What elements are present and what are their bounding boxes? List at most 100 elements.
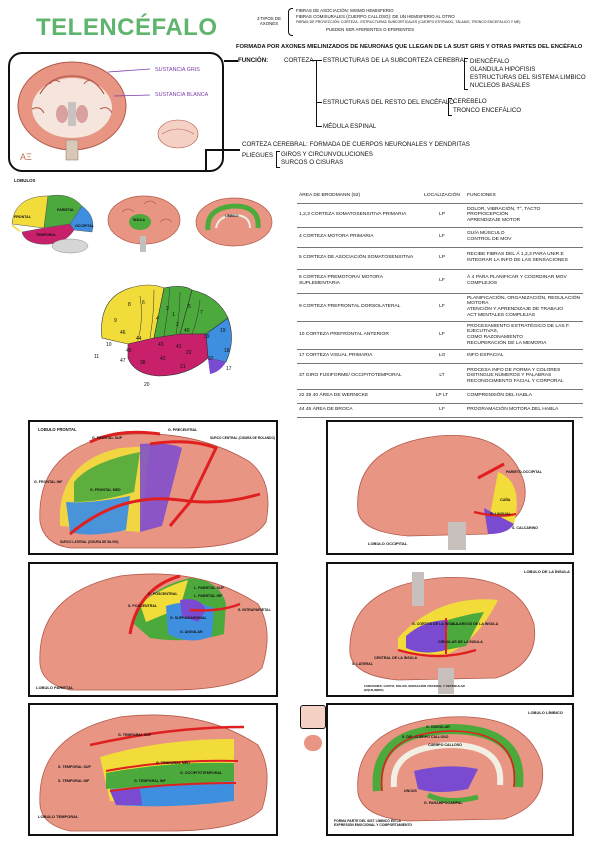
brodmann-number: 43 xyxy=(158,342,164,348)
temporal-label: G. TEMPORAL INF xyxy=(134,779,166,783)
limbic-thumbnail xyxy=(304,735,322,751)
lobe-label-frontal: FRONTAL xyxy=(14,215,31,219)
limbico-label: UNCUS xyxy=(404,789,417,793)
parietal-label: L. PARIETAL INF xyxy=(194,594,223,598)
subcortex-item: GLANDULA HIPOFISIS xyxy=(470,66,536,73)
occipital-lobe-illustration xyxy=(357,434,526,550)
insula-caption: LOBULO DE LA ÍNSULA xyxy=(524,569,570,574)
parietal-label: L. PARIETAL SUP xyxy=(194,586,224,590)
insula-label: CIRCULAR DE LA ÍNSULA xyxy=(438,640,483,644)
brodmann-area-map xyxy=(101,284,232,377)
occipital-label: PARIETO-OCCIPITAL xyxy=(506,470,542,474)
function-corteza: CORTEZA xyxy=(284,57,314,64)
brodmann-number: 38 xyxy=(140,360,146,366)
brodmann-number: 21 xyxy=(180,364,186,370)
insula-label: G. CORTOS DE LA ÍNSULA xyxy=(412,622,459,626)
function-label: FUNCIÓN: xyxy=(238,57,269,64)
panel-insula: LOBULO DE LA ÍNSULA G. CORTOS DE LA ÍNSU… xyxy=(326,562,574,697)
rest-item: CEREBELO xyxy=(453,98,487,105)
brodmann-number: 17 xyxy=(226,366,232,372)
brodmann-table-wrap: ÁREA DE BRODMANN (52) LOCALIZACIÓN FUNCI… xyxy=(297,190,583,418)
table-row: 9 CORTEZA PREFRONTAL DORSOLATERAL LF PLA… xyxy=(297,293,583,322)
frontal-label: G. FRONTAL MED xyxy=(90,488,121,492)
insula-label: CENTRAL DE LA ÍNSULA xyxy=(374,656,418,660)
brodmann-number: 6 xyxy=(142,300,145,306)
brodmann-number: 44 xyxy=(136,336,142,342)
insula-note: FUNCIONES: GUSTO, DOLOR, SENSACIÓN VISCE… xyxy=(364,684,465,692)
table-row: 10 CORTEZA PREFRONTAL ANTERIOR LF PROCES… xyxy=(297,321,583,350)
table-cell-area: 6 CORTEZA PREMOTORA/ MOTORA SUPLEMENTARI… xyxy=(297,269,419,294)
table-cell-loc: LP LT xyxy=(419,389,465,404)
parietal-caption: LOBULO PARIETAL xyxy=(36,685,74,690)
cortex-description: CORTEZA CEREBRAL: FORMADA DE CUERPOS NEU… xyxy=(242,141,470,148)
panel-frontal: LOBULO FRONTAL G. FRONTAL SUP G. PRECENT… xyxy=(28,420,278,555)
occipital-label: S. CALCARINO xyxy=(512,526,538,530)
function-bracket xyxy=(316,126,322,127)
table-cell-func: PROCESAMIENTO ESTRATÉGICO DE LAS F. EJEC… xyxy=(465,321,583,350)
temporal-label: G. TEMPORAL SUP xyxy=(118,733,152,737)
axon-type-projection: FIBRAS DE PROYECCIÓN: CORTEZA - ESTRUCTU… xyxy=(296,20,521,24)
limbico-label: CUERPO CALLOSO xyxy=(428,743,462,747)
table-cell-area: 22 39 40 ÁREA DE WERNICKE xyxy=(297,389,419,404)
lobe-label-parietal: PARIETAL xyxy=(57,208,75,212)
brodmann-number: 42 xyxy=(160,356,166,362)
parietal-label: G. SUPRAMARGINAL xyxy=(170,616,207,620)
lobe-label-occipital: OCCIPITAL xyxy=(75,224,95,228)
table-cell-func: COMPRENSIÓN DEL HABLA xyxy=(465,389,583,404)
table-cell-loc: LF xyxy=(419,293,465,322)
table-cell-area: 37 GIRO FUSIFORME/ OCCIPITOTEMPORAL xyxy=(297,363,419,390)
table-cell-loc: LF xyxy=(419,227,465,248)
brodmann-table: ÁREA DE BRODMANN (52) LOCALIZACIÓN FUNCI… xyxy=(297,190,583,418)
axon-brace xyxy=(288,8,293,36)
table-cell-area: 1,2,3 CORTEZA SOMATOSENSITIVA PRIMARIA xyxy=(297,203,419,228)
pliegues-label: PLIEGUES xyxy=(242,152,273,159)
limbico-caption: LOBULO LÍMBICO xyxy=(528,710,563,715)
connector-line xyxy=(205,149,240,151)
table-cell-loc: LP xyxy=(419,203,465,228)
frontal-label: SURCO LATERAL (CISURA DE SILVIO) xyxy=(60,540,119,544)
brodmann-number: 46 xyxy=(120,330,126,336)
brodmann-number: 45 xyxy=(126,348,132,354)
brodmann-numbers: 6 8 9 10 46 44 45 47 4 3 1 2 5 7 43 40 3… xyxy=(94,298,240,388)
limbic-thumbnail xyxy=(300,705,326,729)
table-cell-func: GUÍA MÚSCULO CONTROL DE MOV xyxy=(465,227,583,248)
table-cell-loc: LF xyxy=(419,269,465,294)
insula-label: G. LARGOS DE LA ÍNSULA xyxy=(452,622,499,626)
lobes-lateral-diagram xyxy=(11,194,94,254)
panel-occipital: LOBULO OCCIPITAL PARIETO-OCCIPITAL CUÑA … xyxy=(326,420,574,555)
brodmann-number: 39 xyxy=(204,334,210,340)
table-cell-area: 44 45 ÁREA DE BROCA xyxy=(297,403,419,418)
table-cell-area: 10 CORTEZA PREFRONTAL ANTERIOR xyxy=(297,321,419,350)
table-row: 6 CORTEZA PREMOTORA/ MOTORA SUPLEMENTARI… xyxy=(297,269,583,294)
table-cell-area: 4 CORTEZA MOTORA PRIMARIA xyxy=(297,227,419,248)
white-matter-formation: FORMADA POR AXONES MIELINIZADOS DE NEURO… xyxy=(236,44,583,50)
logo-mark-text: AΞ xyxy=(20,152,32,162)
parietal-lobe-illustration xyxy=(39,573,268,691)
frontal-label: G. PRECENTRAL xyxy=(168,428,198,432)
rest-item: TRONCO ENCEFÁLICO xyxy=(453,107,522,114)
table-cell-area: 17 CORTEZA VISUAL PRIMARIA xyxy=(297,349,419,364)
brodmann-number: 3 xyxy=(166,306,169,312)
limbico-label: G. PARAHIPOCAMPAL xyxy=(424,801,463,805)
table-cell-area: 5 CORTEZA DE ASOCIACIÓN SOMATOSENSITIVA xyxy=(297,247,419,270)
table-header-row: ÁREA DE BRODMANN (52) LOCALIZACIÓN FUNCI… xyxy=(297,190,583,204)
pliegues-brace xyxy=(276,151,280,168)
rest-encephalon-label: ESTRUCTURAS DEL RESTO DEL ENCÉFALO xyxy=(323,99,455,106)
temporal-caption: LOBULO TEMPORAL xyxy=(38,814,79,819)
temporal-lobe-illustration xyxy=(39,714,268,832)
label-sustancia-blanca: SUSTANCIA BLANCA xyxy=(155,92,209,98)
parietal-label: G. POSCENTRAL xyxy=(148,592,178,596)
panel-limbico: LOBULO LÍMBICO G. CINGULAR S. DEL CUERPO… xyxy=(326,703,574,836)
medula-label: MÉDULA ESPINAL xyxy=(323,123,377,130)
temporal-label: G. OCCIPITOTEMPORAL xyxy=(180,771,223,775)
axon-types-label: 3 TIPOS DE AXONES xyxy=(256,16,282,27)
function-bracket xyxy=(316,102,322,103)
insula-lobe-illustration xyxy=(349,572,536,694)
axon-type-association: FIBRAS DE ASOCIACIÓN: MISMO HEMISFERIO xyxy=(296,8,394,13)
table-cell-func: INFO ESPACIAL xyxy=(465,349,583,364)
parietal-label: S. INTRAPARIETAL xyxy=(238,608,271,612)
table-cell-loc: LO xyxy=(419,349,465,364)
subcortex-label: ESTRUCTURAS DE LA SUBCORTEZA CEREBRAL xyxy=(323,57,468,64)
table-cell-func: Á 4 PARA PLANIFICAR Y COORDINAR MOV COMP… xyxy=(465,269,583,294)
brodmann-number: 4 xyxy=(156,316,159,322)
